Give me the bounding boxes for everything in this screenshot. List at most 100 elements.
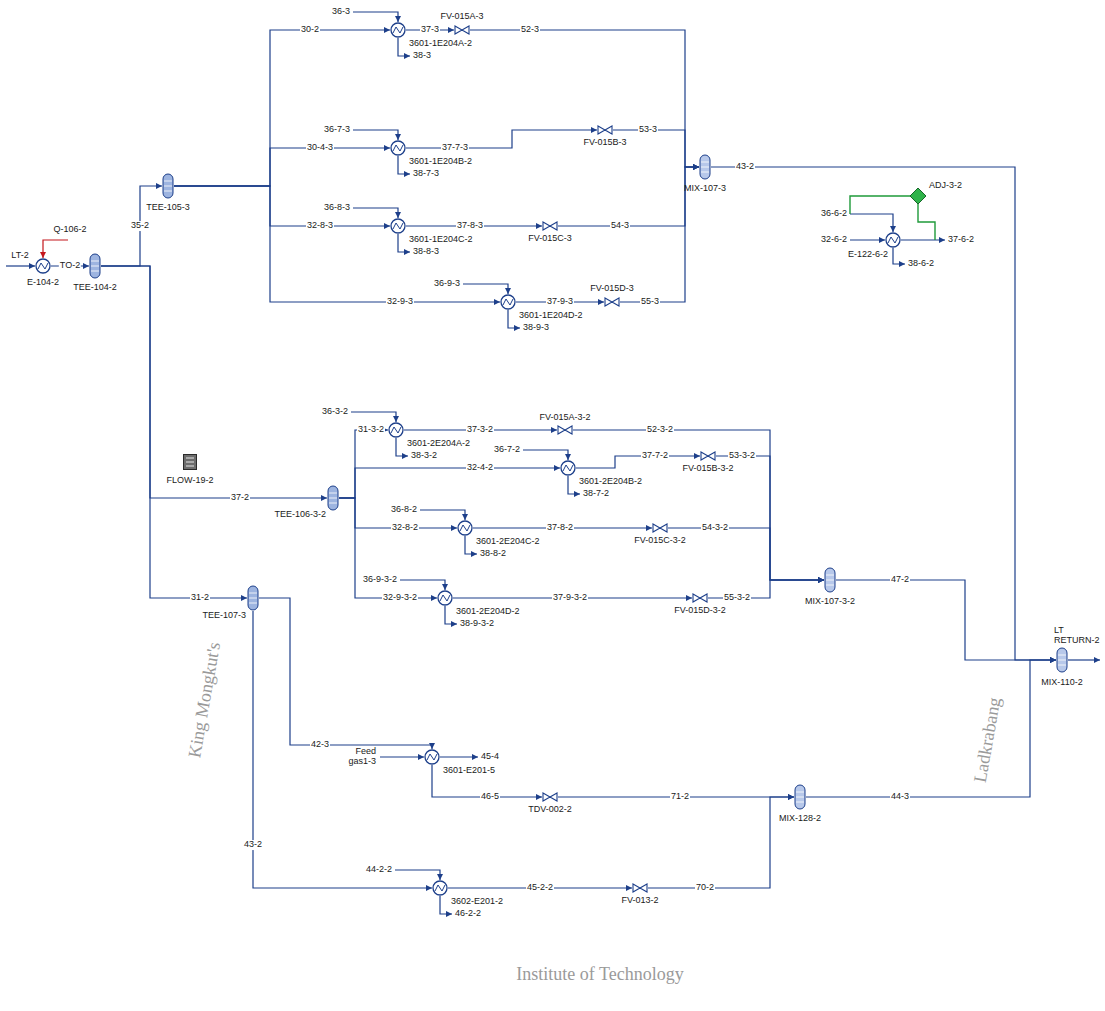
stream-name: 38-9-3-2 bbox=[460, 619, 494, 629]
stream-name: 37-9-3 bbox=[546, 297, 574, 307]
valve-bowtie bbox=[701, 452, 715, 460]
equipment-symbol bbox=[390, 218, 406, 234]
process-stream bbox=[174, 30, 390, 186]
adjust-link bbox=[850, 196, 910, 214]
adjust-link bbox=[918, 204, 935, 240]
equipment-tag: MIX-107-3-2 bbox=[805, 597, 855, 607]
stream-name: 37-7-3 bbox=[441, 143, 469, 153]
stream-name: 30-4-3 bbox=[306, 143, 334, 153]
equipment-tag: FV-015C-3-2 bbox=[634, 536, 686, 546]
stream-name: 36-8-3 bbox=[324, 203, 350, 213]
stream-name: 36-9-3-2 bbox=[363, 575, 397, 585]
equipment-tag: 3601-1E204A-2 bbox=[409, 39, 472, 49]
stream-name: 70-2 bbox=[695, 883, 715, 893]
heat-exchanger: 3601-2E204B-2 bbox=[560, 460, 576, 476]
watermark-text: King Mongkut's bbox=[185, 641, 225, 759]
stream-name: 54-3 bbox=[610, 221, 630, 231]
process-stream bbox=[613, 130, 699, 167]
equipment-tag: ADJ-3-2 bbox=[929, 181, 962, 191]
equipment-tag: 3602-E201-2 bbox=[451, 897, 503, 907]
stream-name: 46-2-2 bbox=[455, 909, 481, 919]
mixer: MIX-107-3-2 bbox=[824, 567, 836, 593]
valve-bowtie bbox=[558, 426, 572, 434]
stream-name: 32-8-2 bbox=[391, 523, 419, 533]
exchanger-coil bbox=[563, 465, 573, 471]
equipment-symbol bbox=[692, 593, 708, 603]
stream-name: 31-3-2 bbox=[357, 425, 385, 435]
heat-exchanger: 3601-2E204D-2 bbox=[437, 590, 453, 606]
mixer-body bbox=[795, 785, 805, 809]
stream-line bbox=[445, 606, 457, 624]
equipment-symbol bbox=[910, 188, 926, 204]
port-lines bbox=[826, 575, 834, 585]
port-lines bbox=[1058, 655, 1066, 665]
stream-name: 36-9-3 bbox=[434, 279, 460, 289]
stream-name: 32-8-3 bbox=[306, 221, 334, 231]
equipment-tag: FV-015A-3 bbox=[440, 12, 483, 22]
equipment-symbol bbox=[390, 22, 406, 38]
mixer: MIX-110-2 bbox=[1056, 647, 1068, 673]
process-stream bbox=[806, 660, 1056, 797]
control-valve: FV-015D-3-2 bbox=[692, 593, 708, 603]
process-stream bbox=[101, 266, 327, 498]
heat-exchanger: 3601-1E204D-2 bbox=[500, 294, 516, 310]
process-stream bbox=[101, 266, 247, 598]
exchanger-shell bbox=[389, 423, 403, 437]
equipment-symbol bbox=[424, 749, 440, 765]
heat-exchanger: E-122-6-2 bbox=[885, 232, 901, 248]
equipment-tag: 3601-2E204D-2 bbox=[456, 607, 520, 617]
tee-splitter: TEE-106-3-2 bbox=[327, 485, 339, 511]
equipment-tag: FV-015C-3 bbox=[528, 234, 572, 244]
valve-bowtie bbox=[605, 298, 619, 306]
equipment-symbol bbox=[247, 585, 259, 611]
tee-body bbox=[248, 586, 258, 610]
equipment-symbol bbox=[390, 140, 406, 156]
equipment-symbol bbox=[604, 297, 620, 307]
equipment-symbol bbox=[162, 173, 174, 199]
exchanger-coil bbox=[460, 525, 470, 531]
process-stream bbox=[174, 148, 390, 186]
stream-name: 31-2 bbox=[190, 593, 210, 603]
equipment-symbol bbox=[542, 221, 558, 231]
valve-bowtie bbox=[633, 884, 647, 892]
process-stream bbox=[174, 186, 500, 302]
tee-body bbox=[328, 486, 338, 510]
exchanger-coil bbox=[38, 263, 48, 269]
process-stream bbox=[576, 456, 700, 468]
stream-line bbox=[1068, 659, 1100, 660]
stream-line bbox=[568, 476, 580, 494]
stream-name: 46-5 bbox=[480, 792, 500, 802]
heat-exchanger: 3601-1E204A-2 bbox=[390, 22, 406, 38]
exchanger-shell bbox=[36, 259, 50, 273]
control-valve: FV-015A-3 bbox=[454, 25, 470, 35]
control-valve: FV-015C-3-2 bbox=[652, 523, 668, 533]
mixer: MIX-107-3 bbox=[699, 154, 711, 180]
heat-exchanger: 3601-1E204C-2 bbox=[390, 218, 406, 234]
control-valve: FV-015A-3-2 bbox=[557, 425, 573, 435]
heat-exchanger: 3601-1E204B-2 bbox=[390, 140, 406, 156]
stream-name: 44-2-2 bbox=[366, 865, 392, 875]
exchanger-coil bbox=[393, 27, 403, 33]
equipment-tag: TDV-002-2 bbox=[528, 805, 572, 815]
equipment-symbol bbox=[35, 258, 51, 274]
stream-line bbox=[463, 284, 508, 294]
equipment-symbol bbox=[560, 460, 576, 476]
exchanger-shell bbox=[425, 750, 439, 764]
equipment-symbol bbox=[699, 154, 711, 180]
spreadsheet-block: FLOW-19-2 bbox=[183, 454, 197, 470]
equipment-tag: MIX-107-3 bbox=[684, 184, 726, 194]
stream-name: 54-3-2 bbox=[701, 523, 729, 533]
valve-bowtie bbox=[598, 126, 612, 134]
equipment-symbol bbox=[457, 520, 473, 536]
equipment-symbol bbox=[183, 454, 197, 470]
stream-name: 45-4 bbox=[481, 752, 499, 762]
equipment-tag: E-122-6-2 bbox=[848, 250, 888, 260]
tee-body bbox=[90, 254, 100, 278]
stream-name: LT RETURN-2 bbox=[1054, 626, 1100, 646]
stream-line bbox=[850, 239, 885, 240]
process-stream bbox=[339, 498, 437, 598]
stream-name: 38-3 bbox=[413, 51, 431, 61]
stream-name: 55-3 bbox=[640, 297, 660, 307]
equipment-symbol bbox=[632, 883, 648, 893]
